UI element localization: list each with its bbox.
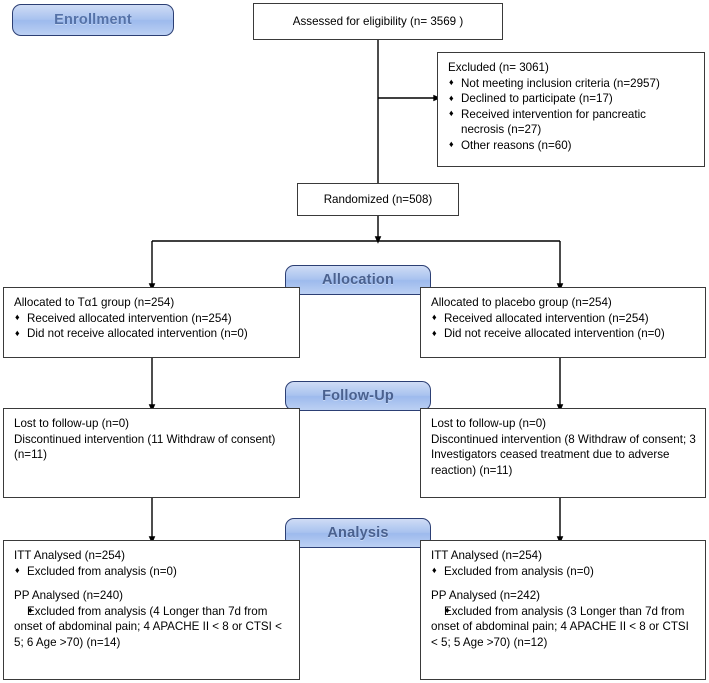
allocation-left-list: Received allocated intervention (n=254) … [14,310,291,342]
analysis-right-itt-heading: ITT Analysed (n=254) [431,549,542,562]
followup-left-line1: Lost to follow-up (n=0) [14,417,130,430]
box-allocation-right: Allocated to placebo group (n=254) Recei… [420,287,706,358]
box-randomized: Randomized (n=508) [297,183,459,216]
excluded-reason: Declined to participate (n=17) [448,91,696,107]
box-excluded: Excluded (n= 3061) Not meeting inclusion… [437,52,705,167]
allocation-left-item: Did not receive allocated intervention (… [14,326,291,342]
analysis-right-itt-list: Excluded from analysis (n=0) [431,563,697,580]
allocation-left-item: Received allocated intervention (n=254) [14,310,291,327]
spacer [431,579,697,588]
box-followup-right: Lost to follow-up (n=0) Discontinued int… [420,408,706,498]
analysis-right-pp-list: Excluded from analysis (3 Longer than 7d… [431,603,697,651]
stage-pill-enrollment: Enrollment [12,4,174,36]
stage-pill-analysis: Analysis [285,518,431,548]
stage-pill-allocation: Allocation [285,265,431,295]
allocation-right-item: Did not receive allocated intervention (… [431,326,697,342]
excluded-reason: Other reasons (n=60) [448,137,696,154]
box-assessed-for-eligibility: Assessed for eligibility (n= 3569 ) [253,3,503,40]
analysis-right-pp-item: Excluded from analysis (3 Longer than 7d… [431,603,697,651]
allocation-right-item: Received allocated intervention (n=254) [431,310,697,327]
stage-pill-followup: Follow-Up [285,381,431,411]
excluded-reason: Not meeting inclusion criteria (n=2957) [448,75,696,92]
followup-right-line1: Lost to follow-up (n=0) [431,417,547,430]
excluded-reasons-list: Not meeting inclusion criteria (n=2957) … [448,75,696,154]
analysis-right-itt-item: Excluded from analysis (n=0) [431,563,697,580]
analysis-left-pp-heading: PP Analysed (n=240) [14,589,124,603]
stage-pill-followup-label: Follow-Up [322,388,394,404]
allocation-right-heading: Allocated to placebo group (n=254) [431,296,612,309]
box-followup-left: Lost to follow-up (n=0) Discontinued int… [3,408,300,498]
excluded-reason-continuation: necrosis (n=27) [461,123,542,137]
stage-pill-enrollment-label: Enrollment [54,12,132,28]
assessed-text: Assessed for eligibility (n= 3569 ) [292,14,464,28]
analysis-left-itt-list: Excluded from analysis (n=0) [14,563,291,580]
box-allocation-left: Allocated to Tα1 group (n=254) Received … [3,287,300,358]
analysis-left-itt-item: Excluded from analysis (n=0) [14,563,291,580]
analysis-left-itt-heading: ITT Analysed (n=254) [14,549,125,562]
followup-left-line2: Discontinued intervention (11 Withdraw o… [14,432,276,462]
analysis-right-pp-heading: PP Analysed (n=242) [431,589,541,603]
stage-pill-analysis-label: Analysis [327,525,389,541]
allocation-left-heading: Allocated to Tα1 group (n=254) [14,296,175,309]
analysis-left-pp-item: Excluded from analysis (4 Longer than 7d… [14,603,291,651]
excluded-heading: Excluded (n= 3061) [448,61,549,74]
allocation-right-list: Received allocated intervention (n=254) … [431,310,697,342]
randomized-text: Randomized (n=508) [323,192,433,206]
box-analysis-right: ITT Analysed (n=254) Excluded from analy… [420,540,706,680]
excluded-reason: Received intervention for pancreatic [448,106,696,123]
followup-right-line2: Discontinued intervention (8 Withdraw of… [431,432,696,477]
analysis-left-pp-list: Excluded from analysis (4 Longer than 7d… [14,603,291,651]
box-analysis-left: ITT Analysed (n=254) Excluded from analy… [3,540,300,680]
stage-pill-allocation-label: Allocation [321,272,395,288]
spacer [14,579,291,588]
